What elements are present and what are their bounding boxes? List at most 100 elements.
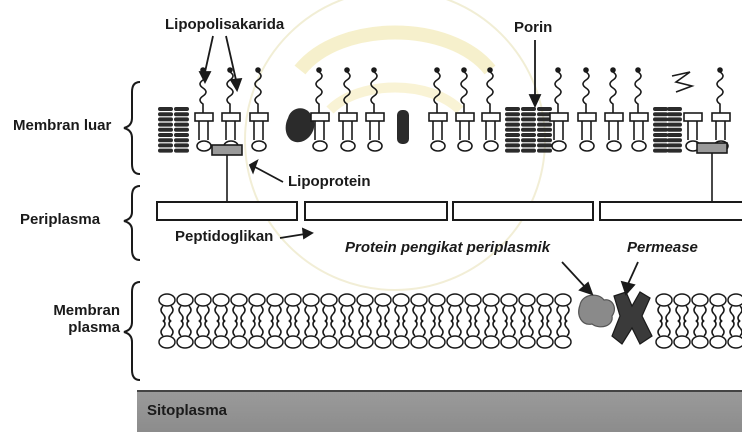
- phospholipid: [501, 320, 517, 348]
- lipopolysaccharide-unit: [630, 68, 648, 151]
- phospholipid: [674, 320, 690, 348]
- brace-periplasma: [124, 186, 140, 260]
- phospholipid: [501, 294, 517, 322]
- phospholipid: [195, 320, 211, 348]
- phospholipid: [692, 294, 708, 322]
- outer-membrane-protein: [286, 108, 315, 142]
- phospholipid: [393, 320, 409, 348]
- periplasmic-binding-protein: [579, 295, 615, 327]
- phospholipid: [674, 294, 690, 322]
- phospholipid: [231, 320, 247, 348]
- label-peptidoglikan: Peptidoglikan: [175, 229, 273, 246]
- peptidoglycan-layer: [157, 202, 742, 220]
- phospholipid: [656, 294, 672, 322]
- phospholipid: [159, 294, 175, 322]
- phospholipid: [519, 320, 535, 348]
- phospholipid: [177, 320, 193, 348]
- phospholipid: [537, 320, 553, 348]
- lipopolysaccharide-unit: [339, 68, 357, 151]
- cytoplasm-region: Sitoplasma: [137, 390, 742, 432]
- lipopolysaccharide-unit: [311, 68, 329, 151]
- label-lipoprotein: Lipoprotein: [288, 174, 371, 191]
- phospholipid: [177, 294, 193, 322]
- phospholipid: [519, 294, 535, 322]
- lipoprotein: [212, 145, 242, 155]
- porin-channel: [653, 107, 668, 153]
- phospholipid: [375, 320, 391, 348]
- lipopolysaccharide-unit: [366, 68, 384, 151]
- peptidoglycan-segment: [453, 202, 593, 220]
- porin-channel: [158, 107, 173, 153]
- label-lipopolisakarida: Lipopolisakarida: [165, 17, 284, 34]
- phospholipid: [728, 320, 742, 348]
- phospholipid: [692, 320, 708, 348]
- phospholipid: [465, 294, 481, 322]
- label-membran-luar: Membran luar: [13, 118, 111, 135]
- peptidoglycan-segment: [600, 202, 742, 220]
- lipopolysaccharide-unit: [429, 68, 447, 151]
- phospholipid: [447, 320, 463, 348]
- label-membran-plasma-line2: plasma: [50, 320, 120, 337]
- brace-membran-luar: [124, 82, 140, 174]
- phospholipid: [429, 294, 445, 322]
- phospholipid: [357, 320, 373, 348]
- phospholipid: [555, 320, 571, 348]
- phospholipid: [728, 294, 742, 322]
- label-sitoplasma: Sitoplasma: [147, 402, 227, 419]
- label-membran-plasma: Membran plasma: [50, 303, 120, 336]
- label-protein-pengikat-periplasmik: Protein pengikat periplasmik: [345, 240, 550, 257]
- phospholipid: [555, 294, 571, 322]
- brace-membran-plasma: [124, 282, 140, 380]
- phospholipid: [447, 294, 463, 322]
- phospholipid: [375, 294, 391, 322]
- plasma-membrane: [159, 294, 742, 348]
- phospholipid: [321, 294, 337, 322]
- phospholipid: [357, 294, 373, 322]
- porin-channel: [667, 107, 682, 153]
- phospholipid: [249, 294, 265, 322]
- phospholipid: [267, 294, 283, 322]
- phospholipid: [710, 294, 726, 322]
- outer-membrane-protein: [397, 110, 409, 144]
- phospholipid: [213, 294, 229, 322]
- label-periplasma: Periplasma: [20, 212, 100, 229]
- phospholipid: [429, 320, 445, 348]
- phospholipid: [285, 294, 301, 322]
- phospholipid: [231, 294, 247, 322]
- phospholipid: [339, 320, 355, 348]
- phospholipid: [195, 294, 211, 322]
- lipopolysaccharide-unit: [712, 68, 730, 151]
- label-porin: Porin: [514, 20, 552, 37]
- phospholipid: [393, 294, 409, 322]
- peptidoglycan-segment: [157, 202, 297, 220]
- phospholipid: [656, 320, 672, 348]
- phospholipid: [710, 320, 726, 348]
- phospholipid: [465, 320, 481, 348]
- phospholipid: [249, 320, 265, 348]
- peptidoglycan-segment: [305, 202, 447, 220]
- lipopolysaccharide-unit: [550, 68, 568, 151]
- phospholipid: [339, 294, 355, 322]
- phospholipid: [285, 320, 301, 348]
- lipopolysaccharide-unit: [605, 68, 623, 151]
- label-permease: Permease: [627, 240, 698, 257]
- phospholipid: [411, 294, 427, 322]
- phospholipid: [159, 320, 175, 348]
- lipoprotein: [697, 143, 727, 153]
- outer-membrane: [158, 68, 730, 153]
- phospholipid: [537, 294, 553, 322]
- porin-channel: [174, 107, 189, 153]
- phospholipid: [411, 320, 427, 348]
- phospholipid: [213, 320, 229, 348]
- phospholipid: [483, 320, 499, 348]
- phospholipid: [483, 294, 499, 322]
- lipopolysaccharide-unit: [482, 68, 500, 151]
- phospholipid: [303, 294, 319, 322]
- porin-channel: [505, 107, 520, 153]
- phospholipid: [321, 320, 337, 348]
- unfolding-chain: [672, 72, 692, 92]
- label-membran-plasma-line1: Membran: [50, 303, 120, 320]
- phospholipid: [267, 320, 283, 348]
- permease-protein: [612, 292, 652, 344]
